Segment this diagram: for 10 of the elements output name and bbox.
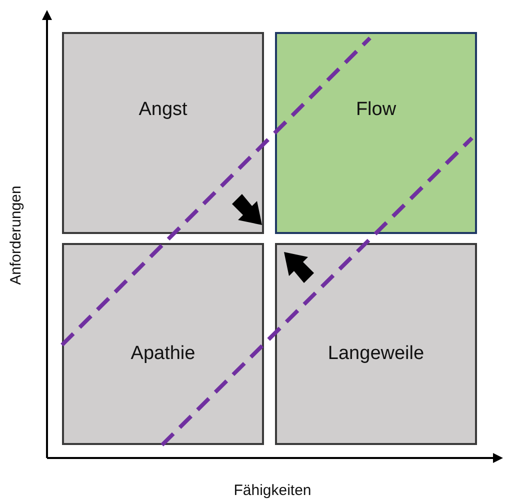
quadrant-box	[275, 243, 477, 445]
axis-label: Fähigkeiten	[232, 481, 312, 501]
quadrant-label: Langeweile	[328, 342, 424, 366]
quadrant-box	[62, 243, 264, 445]
quadrant-label: Apathie	[130, 342, 196, 366]
quadrant-label: Angst	[138, 98, 188, 122]
axis-label: Anforderungen	[6, 185, 26, 285]
quadrant-box	[275, 32, 477, 234]
quadrant-label: Flow	[356, 98, 396, 122]
quadrant-box	[62, 32, 264, 234]
